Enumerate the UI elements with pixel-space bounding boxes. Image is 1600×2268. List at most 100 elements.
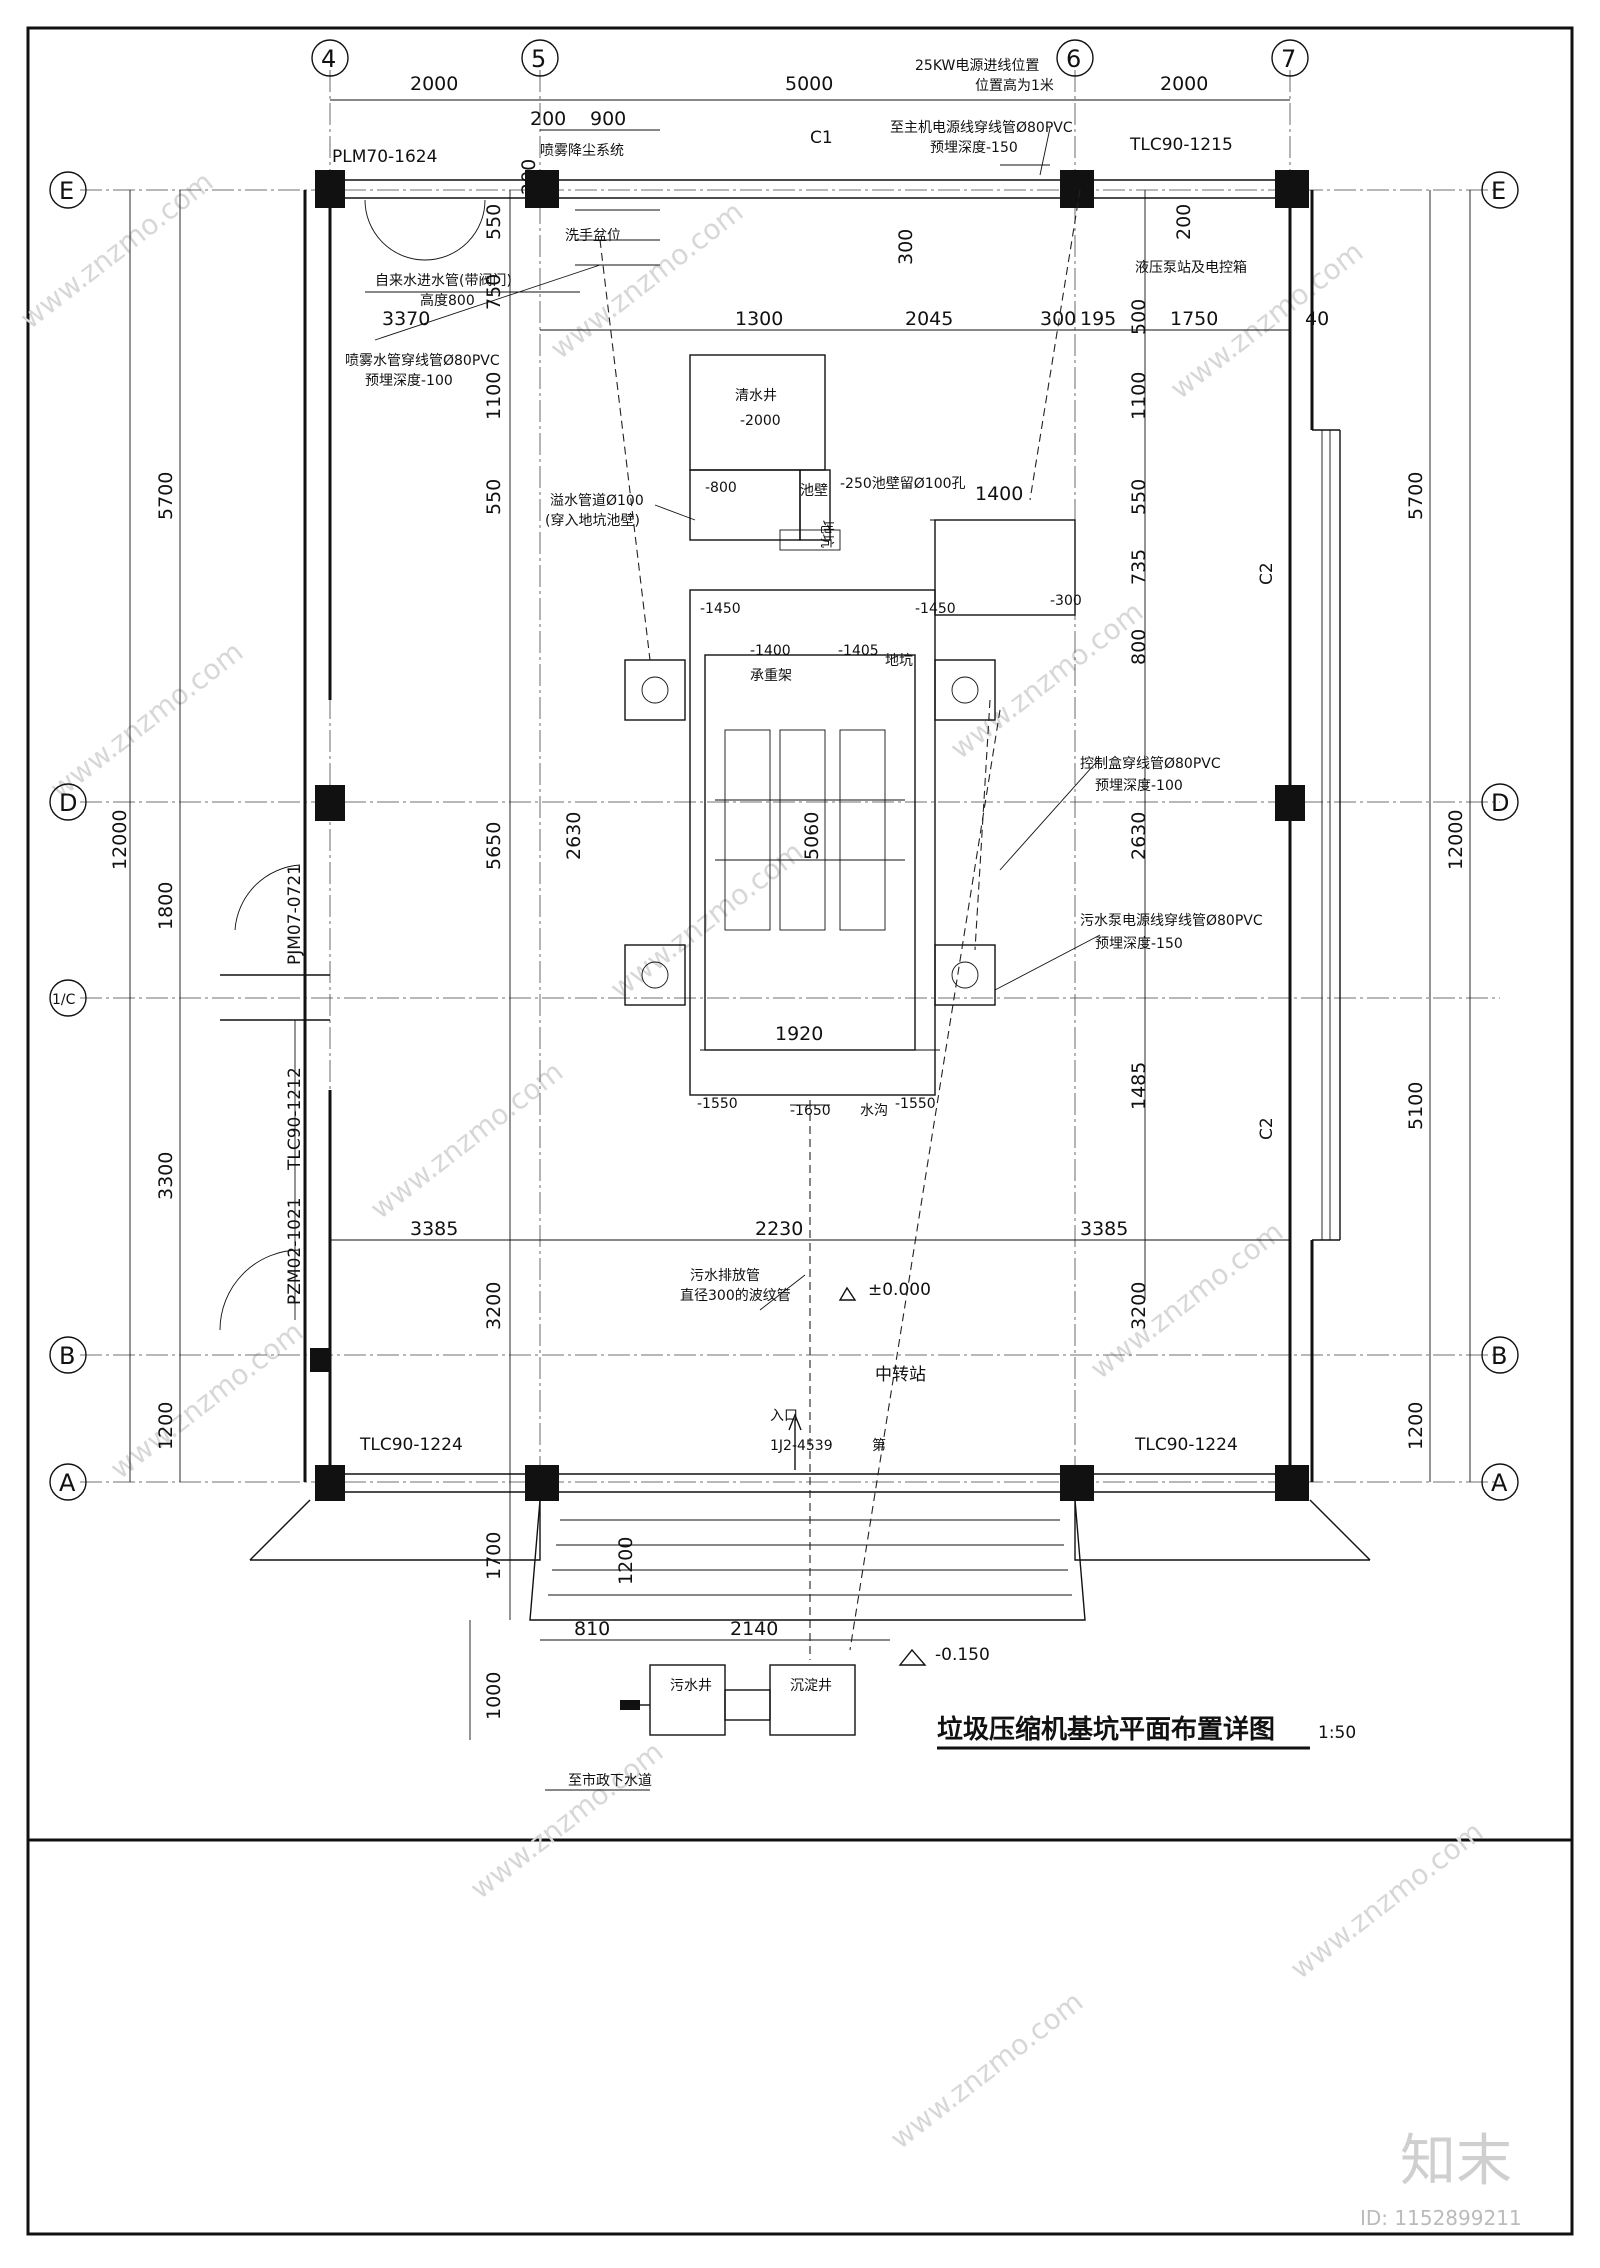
brand-watermark: 知末 [1400, 2129, 1512, 2194]
label-window-c1: C1 [810, 128, 833, 148]
label-control-pipe: 控制盒穿线管Ø80PVC [1080, 755, 1221, 772]
dim-v-r-735: 735 [1128, 549, 1150, 585]
label-pit-side: 地坑 [818, 520, 834, 548]
label-pit: 地坑 [885, 653, 913, 669]
pile-cap [934, 659, 996, 721]
label-pit-wall: 池壁 [800, 483, 828, 499]
dim-v-550b: 550 [483, 479, 505, 515]
dim-v-r-3200: 3200 [1128, 1282, 1150, 1330]
drawing-title: 垃圾压缩机基坑平面布置详图 [937, 1714, 1275, 1745]
dim-v-r-200: 200 [1173, 204, 1195, 240]
label-ramp-ref: 1J2-4539 [770, 1438, 833, 1454]
dim-left-1200: 1200 [155, 1402, 177, 1450]
dim-v-r-2630: 2630 [1128, 812, 1150, 860]
column [315, 170, 345, 208]
sewage-well [649, 1664, 726, 1736]
dim-v-r-550: 550 [1128, 479, 1150, 515]
label-power-height: 位置高为1米 [975, 77, 1054, 94]
dim-300: 300 [895, 229, 917, 265]
dim-810: 810 [574, 1618, 610, 1640]
label-window-c2-bottom: C2 [1257, 1117, 1277, 1140]
watermark-text: www.znzmo.com [104, 1315, 309, 1486]
watermark-text: www.znzmo.com [884, 1985, 1089, 2156]
watermark-text: www.znzmo.com [464, 1735, 669, 1906]
column [315, 1465, 345, 1501]
dim-left-1800: 1800 [155, 882, 177, 930]
axis-label-A-right: A [1491, 1469, 1508, 1497]
axis-label-6: 6 [1066, 45, 1081, 73]
dim-top-2: 5000 [785, 73, 833, 95]
label-entrance: 入口 [770, 1408, 798, 1424]
label-depth-1550-right: -1550 [895, 1096, 936, 1112]
dim-inner-300: 300 [1040, 308, 1076, 330]
column [315, 785, 345, 821]
label-sewage-pump-pipe: 污水泵电源线穿线管Ø80PVC [1080, 913, 1263, 929]
dim-1920: 1920 [775, 1023, 823, 1045]
dim-right-5100: 5100 [1405, 1082, 1427, 1130]
axis-label-B-right: B [1491, 1342, 1507, 1370]
leader-lines [365, 127, 1101, 1791]
label-tap-water-height: 高度800 [420, 292, 475, 309]
label-depth-1550-left: -1550 [697, 1096, 738, 1112]
watermark-group: www.znzmo.com www.znzmo.com www.znzmo.co… [14, 165, 1489, 2156]
dim-right-12000: 12000 [1445, 810, 1467, 870]
hydraulic-pump-room [934, 519, 1076, 616]
label-spray-system: 喷雾降尘系统 [540, 143, 624, 159]
label-window-tlc90-1224-right: TLC90-1224 [1134, 1435, 1238, 1455]
axis-label-1C-left: 1/C [52, 992, 76, 1008]
axis-label-D-right: D [1491, 789, 1509, 817]
column [525, 170, 559, 208]
label-main-power-depth: 预埋深度-150 [930, 140, 1018, 156]
dim-v-r-1100: 1100 [1128, 372, 1150, 420]
label-door-pjm07: PJM07-0721 [285, 864, 305, 965]
label-transfer-station: 中转站 [875, 1365, 926, 1385]
dim-v-1700: 1700 [483, 1532, 505, 1580]
label-door-pzm02: PZM02-1021 [285, 1197, 305, 1305]
compressor-pit [624, 354, 1076, 1106]
watermark-text: www.znzmo.com [604, 835, 809, 1006]
dim-inner-2045: 2045 [905, 308, 953, 330]
label-tap-water: 自来水进水管(带阀门) [375, 273, 512, 289]
label-window-tlc90-1224-left: TLC90-1224 [359, 1435, 463, 1455]
label-depth-300: -300 [1050, 593, 1082, 609]
label-bearing-frame: 承重架 [750, 668, 792, 684]
watermark-text: www.znzmo.com [14, 165, 219, 336]
dim-2140: 2140 [730, 1618, 778, 1640]
label-control-pipe-depth: 预埋深度-100 [1095, 778, 1183, 794]
dim-top-small-2: 900 [590, 108, 626, 130]
dim-mid-2230: 2230 [755, 1218, 803, 1240]
label-depth-1405: -1405 [838, 643, 879, 659]
label-wall-hole: -250池壁留Ø100孔 [840, 476, 966, 492]
dim-1400: 1400 [975, 483, 1023, 505]
dim-top-3: 2000 [1160, 73, 1208, 95]
axis-label-A-left: A [59, 1469, 76, 1497]
dim-v-r-1485: 1485 [1128, 1062, 1150, 1110]
dim-v-5650: 5650 [483, 822, 505, 870]
axis-label-5: 5 [531, 45, 546, 73]
settling-well [769, 1664, 856, 1736]
label-sewage-drain-pipe: 污水排放管 [690, 1268, 760, 1284]
dim-inner-1300: 1300 [735, 308, 783, 330]
label-wash-basin: 洗手盆位 [565, 228, 621, 244]
watermark-text: www.znzmo.com [1084, 1215, 1289, 1386]
axis-label-4: 4 [321, 45, 336, 73]
entrance-ramp [249, 1413, 1371, 1621]
column [1275, 785, 1305, 821]
watermark-text: www.znzmo.com [544, 195, 749, 366]
dim-v-2630-left: 2630 [563, 812, 585, 860]
dim-v-r-500: 500 [1128, 299, 1150, 335]
axis-label-B-left: B [59, 1342, 75, 1370]
axis-label-E-left: E [59, 177, 74, 205]
label-depth-800: -800 [705, 480, 737, 496]
axis-label-D-left: D [59, 789, 77, 817]
pile-cap [624, 659, 686, 721]
label-window-tlc90-1212: TLC90-1212 [285, 1067, 305, 1171]
watermark-text: www.znzmo.com [44, 635, 249, 806]
label-overflow-pipe: 溢水管道Ø100 [550, 493, 644, 509]
column [1060, 1465, 1094, 1501]
label-overflow-note: (穿入地坑池壁) [545, 513, 640, 529]
label-clear-well-depth: -2000 [740, 413, 781, 429]
label-ramp-ref-suffix: 第 [872, 1437, 886, 1454]
